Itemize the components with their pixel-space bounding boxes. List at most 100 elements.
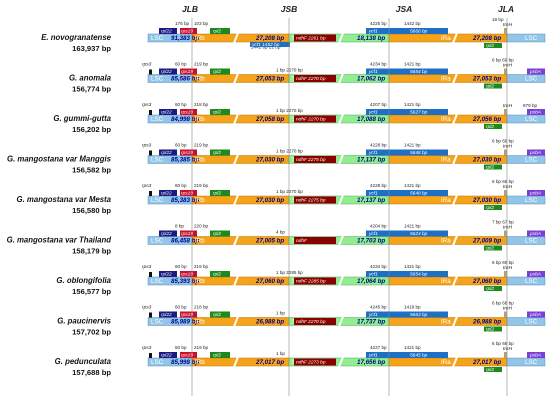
gene-ndhf	[294, 358, 336, 366]
gene-rpl2-ira-label: rpl2	[486, 83, 494, 89]
gene-ycf1-label: ycf1	[368, 29, 378, 35]
gene-psba-label: psbA	[529, 150, 541, 156]
gene-trnh	[504, 190, 507, 196]
gene-rps19	[180, 68, 197, 75]
gene-rps19	[180, 28, 197, 34]
ycf1-ira-bp: 5654 bp	[410, 272, 428, 278]
gene-rps3	[149, 191, 152, 196]
gene-rps3-label: rps3	[142, 62, 152, 68]
lsc-length: 86,458 bp	[171, 238, 199, 245]
gene-rpl22	[159, 190, 177, 196]
gene-rpl22-label: rpl22	[161, 150, 172, 156]
gene-ndhf-label: ndhF	[296, 238, 308, 244]
gene-rps19-label: rps19	[181, 110, 193, 116]
irb-label: IRb	[195, 319, 205, 326]
gene-rps3	[149, 150, 152, 156]
irb-length: 27,208 bp	[255, 35, 284, 42]
gene-ycf1-label: ycf1	[368, 191, 378, 197]
gene-rpl2-label: rpl2	[213, 231, 221, 237]
ira-label: IRa	[441, 157, 451, 164]
gene-trnh-label: trnH	[503, 306, 513, 312]
genome-size: 157,702 bp	[72, 328, 111, 337]
gene-rpl2	[210, 230, 230, 237]
irb-length: 27,053 bp	[255, 76, 284, 83]
jsa-right-bp: 1419 bp	[404, 305, 421, 310]
gene-rpl2	[210, 311, 230, 318]
gene-rps3-label: rps3	[142, 183, 152, 189]
ssc-break	[338, 235, 344, 246]
genome-size: 156,202 bp	[72, 125, 111, 134]
gene-trnh-label: trnH	[503, 63, 513, 69]
gene-ycf1	[366, 109, 448, 115]
lsc-length: 91,383 bp	[171, 35, 199, 42]
genome-size: 163,937 bp	[72, 44, 111, 53]
lsc-end-label: LSC	[525, 319, 538, 326]
jsb-top-bp: 1 bp 2270 bp	[276, 68, 303, 73]
gene-ndhf	[294, 75, 336, 82]
ycf1-ira-bp: 5666 bp	[410, 29, 428, 35]
lsc-end-label: LSC	[525, 35, 538, 42]
ssc-break	[338, 356, 344, 368]
gene-rpl22	[159, 68, 177, 75]
irb-label: IRb	[195, 238, 205, 245]
jsa-right-bp: 1442 bp	[404, 21, 421, 26]
irb-break	[233, 73, 239, 84]
gene-ndhf	[294, 318, 336, 325]
gene-rpl2-ira-label: rpl2	[486, 326, 494, 332]
ira-label: IRa	[441, 116, 451, 123]
gene-rpl22	[159, 271, 177, 277]
gene-trnh	[504, 28, 507, 34]
gene-rpl2-ira	[484, 124, 502, 129]
irb-length: 27,058 bp	[255, 116, 284, 123]
gene-ndhf-label: ndhF 2270 bp	[296, 117, 326, 123]
irb-break	[233, 235, 239, 246]
jsa-right-bp: 1421 bp	[404, 183, 421, 188]
gene-ycf1	[366, 28, 448, 34]
gene-rps3	[149, 353, 152, 358]
gene-rpl2-ira-label: rpl2	[486, 367, 494, 373]
ssc-length: 17,137 bp	[357, 197, 385, 204]
gene-psba	[527, 311, 545, 318]
gene-ycf1-label: ycf1	[368, 150, 378, 156]
jsb-top-bp: 4 bp	[276, 230, 285, 235]
lsc-length: 85,383 bp	[171, 197, 199, 204]
jsb-top-bp: 1 bp	[276, 311, 285, 316]
gene-rpl2-ira	[484, 245, 502, 251]
lsc-label: LSC	[151, 238, 164, 245]
gene-rps19	[180, 271, 197, 277]
ira-length: 27,030 bp	[472, 157, 501, 164]
gene-psba	[527, 352, 545, 358]
lsc-label: LSC	[151, 319, 164, 326]
jlb-left-bp: 8 bp	[175, 224, 184, 229]
jla-top-bp: 6 bp 68 bp	[492, 341, 514, 346]
gene-rpl2-label: rpl2	[213, 312, 221, 318]
gene-rps19-label: rps19	[181, 69, 193, 75]
gene-psba	[527, 68, 545, 75]
gene-ndhf-label: ndhF 2285 bp	[296, 279, 326, 285]
gene-ycf1	[366, 230, 448, 237]
gene-trnh	[504, 352, 507, 358]
jsa-right-bp: 1421 bp	[404, 345, 421, 350]
ssc-length: 17,737 bp	[357, 319, 385, 326]
gene-rpl2-ira	[484, 205, 502, 210]
gene-trnh	[504, 311, 507, 318]
jla-right-bp: 879 bp	[523, 103, 537, 108]
lsc-label: LSC	[151, 359, 164, 366]
gene-rpl2-ira	[484, 164, 502, 170]
jsb-top-bp: 1 bp 2270 bp	[276, 189, 303, 194]
gene-ycf1-label: ycf1	[368, 312, 378, 318]
gene-rpl22	[159, 311, 177, 318]
gene-rpl22-label: rpl22	[161, 272, 172, 278]
ira-length: 27,009 bp	[472, 238, 501, 245]
gene-rps19	[180, 109, 197, 115]
gene-rps19	[180, 190, 197, 196]
ssc-length: 17,062 bp	[357, 76, 385, 83]
gene-rpl2-label: rpl2	[213, 29, 221, 35]
gene-rps3	[149, 69, 152, 75]
gene-ndhf-label: ndhF 2270 bp	[296, 76, 326, 82]
lsc-label: LSC	[151, 157, 164, 164]
ira-label: IRa	[441, 319, 451, 326]
gene-rpl2-ira	[484, 43, 502, 48]
